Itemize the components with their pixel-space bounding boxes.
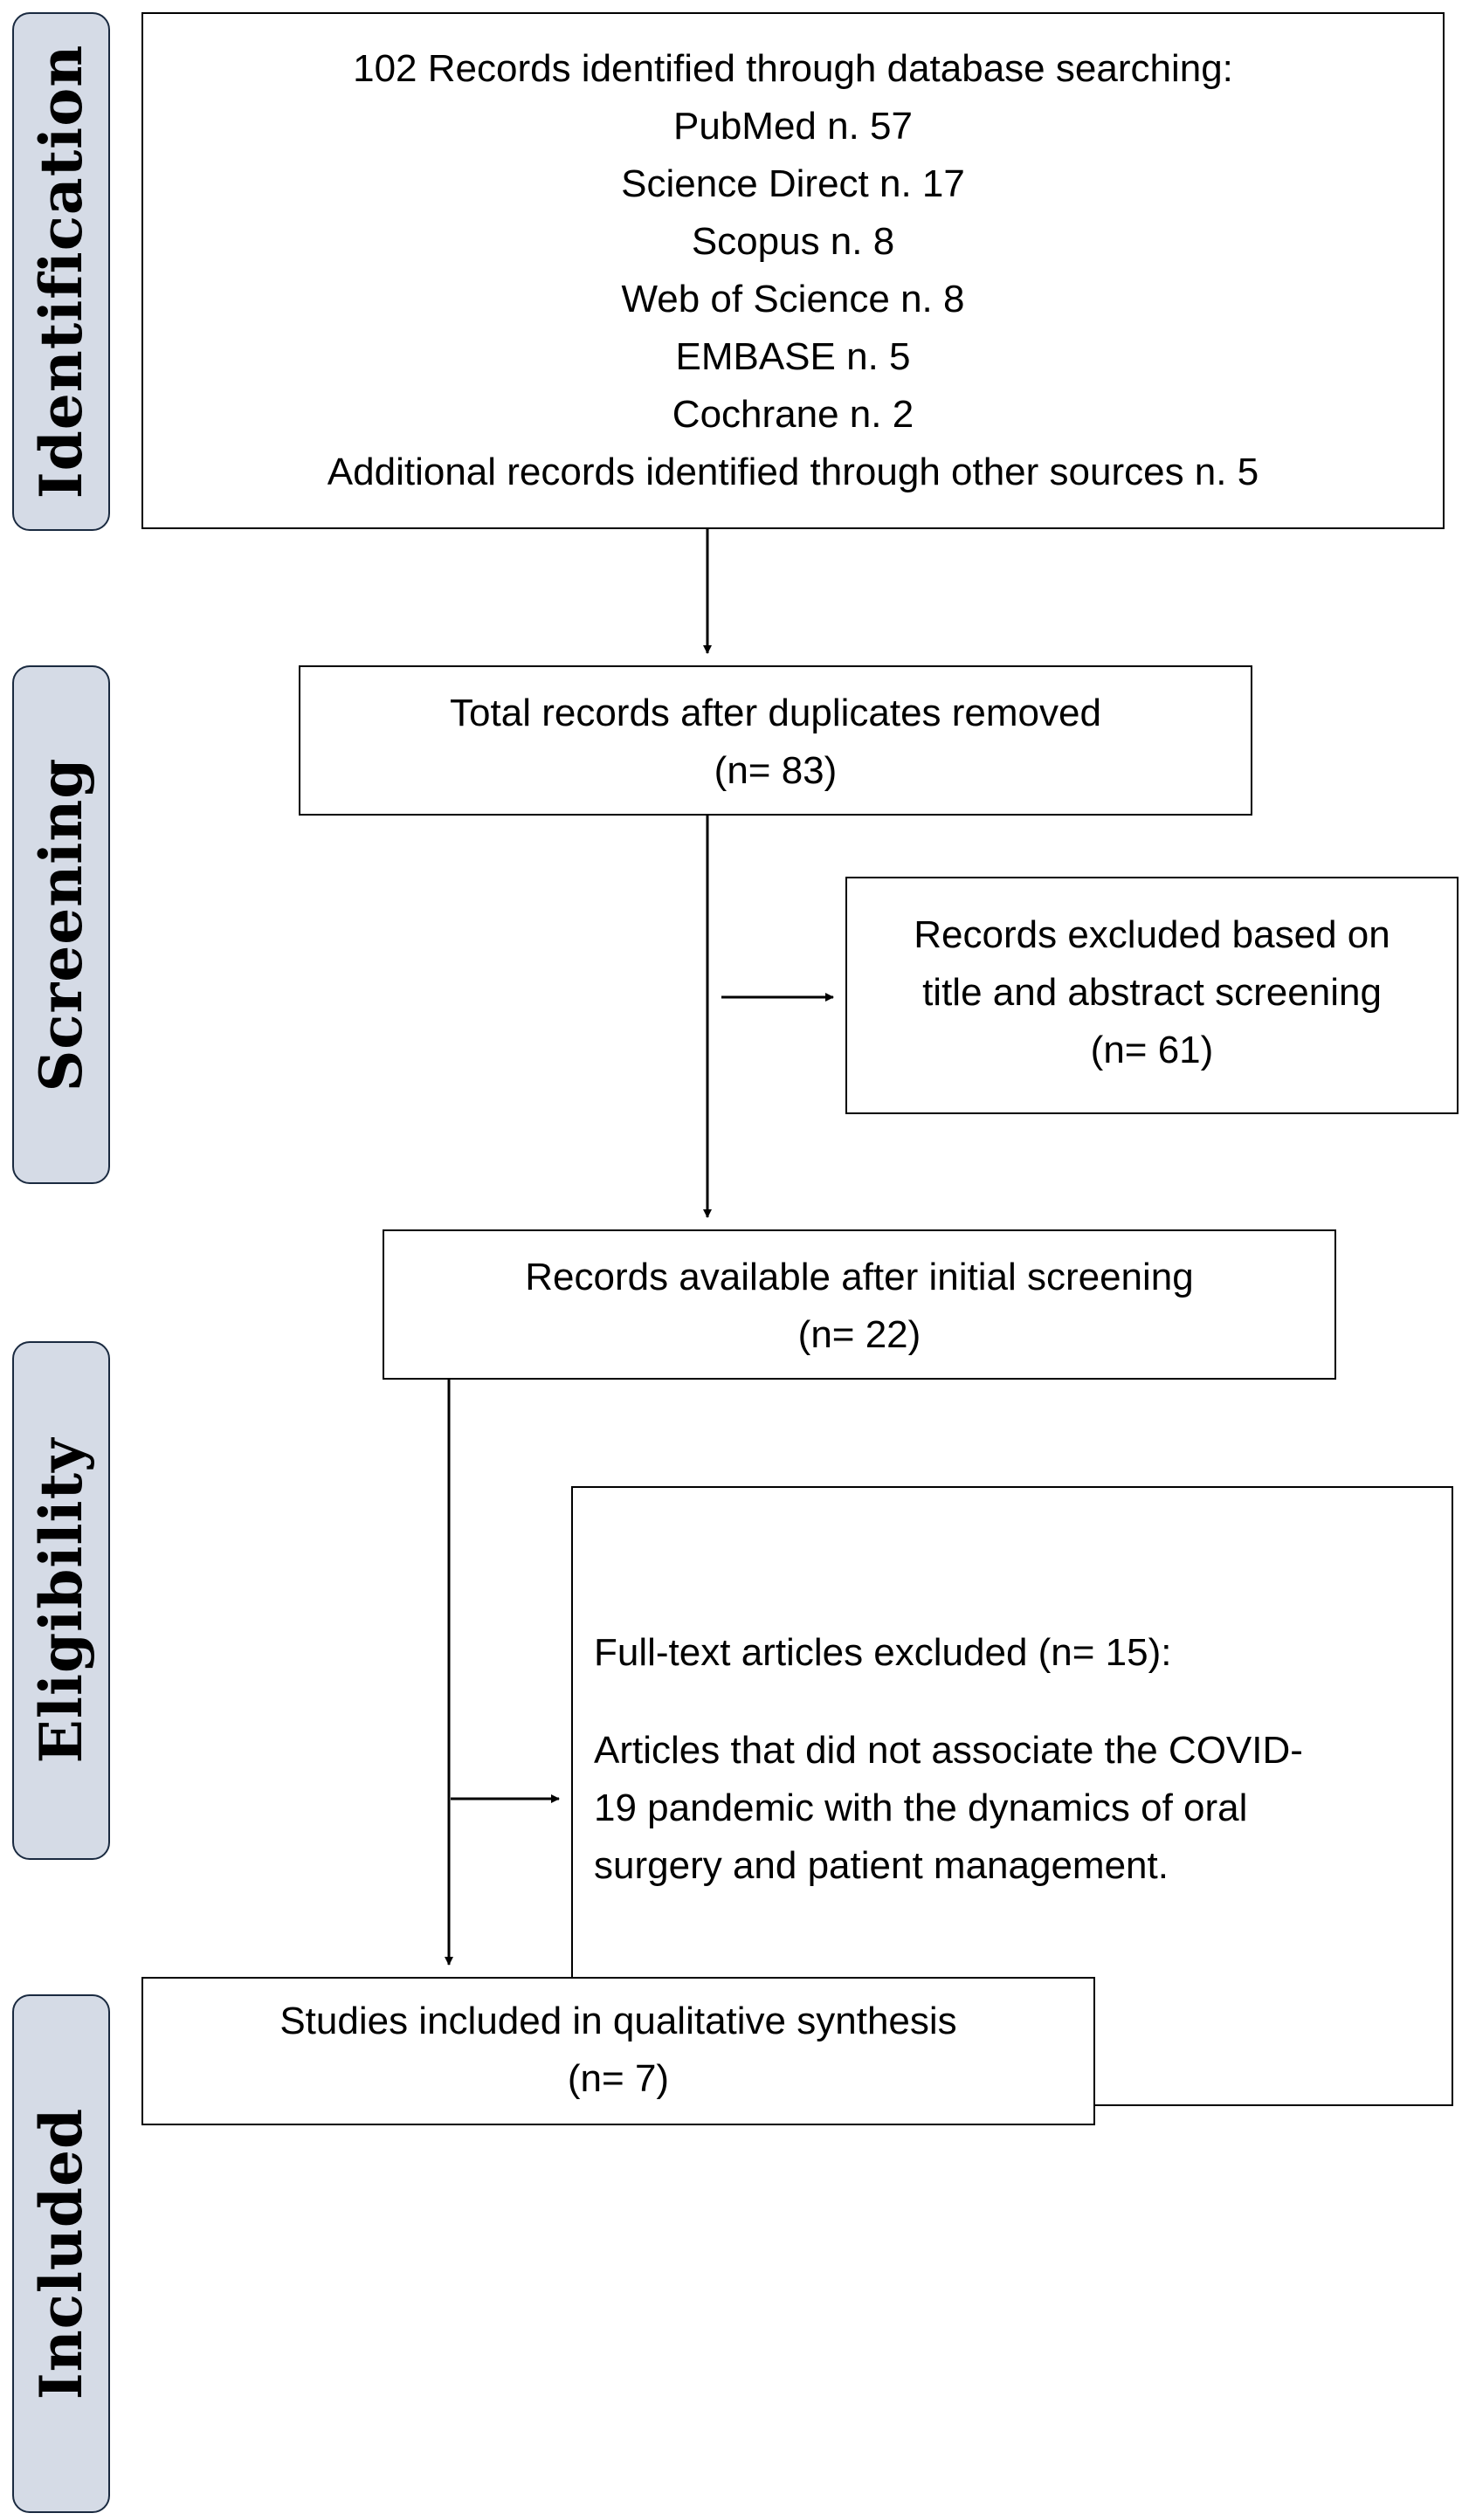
duplicates-removed-count: (n= 83) xyxy=(714,749,838,792)
included-studies-box: Studies included in qualitative synthesi… xyxy=(141,1977,1095,2125)
duplicates-removed-box: Total records after duplicates removed (… xyxy=(299,665,1252,816)
identification-line: Scopus n. 8 xyxy=(691,220,895,263)
paragraph-spacer xyxy=(594,1682,1438,1722)
fulltext-excluded-reason-line: Articles that did not associate the COVI… xyxy=(594,1729,1303,1772)
excluded-screening-count: (n= 61) xyxy=(1090,1029,1214,1071)
identification-line: Additional records identified through ot… xyxy=(327,451,1259,493)
stage-text-screening: Screening xyxy=(27,757,95,1092)
stage-text-eligibility: Eligibility xyxy=(27,1437,95,1764)
identification-line: Science Direct n. 17 xyxy=(621,162,965,205)
identification-line: EMBASE n. 5 xyxy=(675,335,911,378)
identification-line: Web of Science n. 8 xyxy=(621,278,965,320)
included-count: (n= 7) xyxy=(567,2057,670,2100)
excluded-screening-line: title and abstract screening xyxy=(922,971,1382,1014)
included-label: Studies included in qualitative synthesi… xyxy=(279,2000,957,2042)
fulltext-excluded-reason-line: surgery and patient management. xyxy=(594,1844,1169,1887)
fulltext-excluded-box: Full-text articles excluded (n= 15): Art… xyxy=(571,1486,1453,2106)
available-after-screening-box: Records available after initial screenin… xyxy=(383,1229,1336,1380)
available-count: (n= 22) xyxy=(797,1313,921,1356)
identification-line: Cochrane n. 2 xyxy=(672,393,914,436)
duplicates-removed-label: Total records after duplicates removed xyxy=(450,692,1101,734)
stage-label-included: Included xyxy=(12,1994,110,2513)
identification-line: PubMed n. 57 xyxy=(673,105,913,148)
stage-label-identification: Identification xyxy=(12,12,110,531)
stage-text-identification: Identification xyxy=(27,44,95,499)
fulltext-excluded-heading: Full-text articles excluded (n= 15): xyxy=(594,1631,1172,1674)
identification-box: 102 Records identified through database … xyxy=(141,12,1445,529)
identification-line: 102 Records identified through database … xyxy=(353,47,1233,90)
excluded-screening-box: Records excluded based on title and abst… xyxy=(845,877,1459,1114)
stage-text-included: Included xyxy=(27,2107,95,2400)
stage-label-eligibility: Eligibility xyxy=(12,1341,110,1860)
stage-label-screening: Screening xyxy=(12,665,110,1184)
available-label: Records available after initial screenin… xyxy=(525,1256,1194,1298)
excluded-screening-line: Records excluded based on xyxy=(914,913,1390,956)
fulltext-excluded-reason-line: 19 pandemic with the dynamics of oral xyxy=(594,1787,1248,1829)
